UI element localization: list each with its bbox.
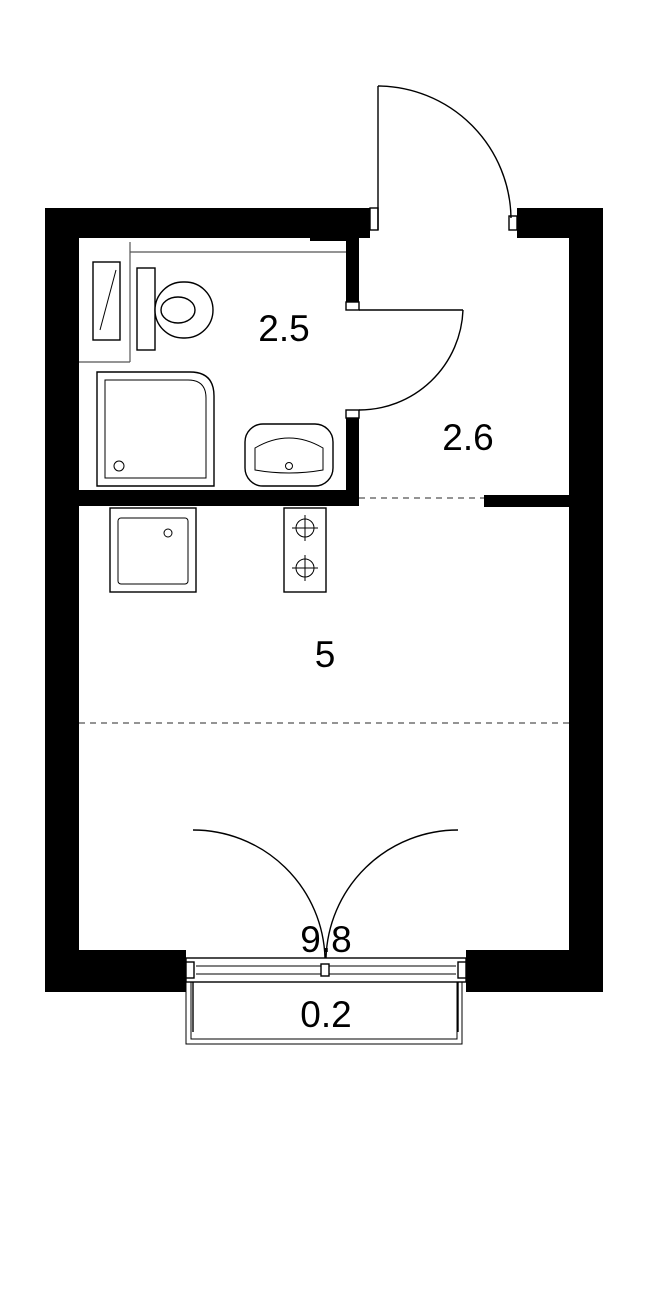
bathroom-door-swing-icon[interactable] (358, 309, 464, 411)
stove-icon (283, 507, 327, 593)
zone-dividers (79, 497, 569, 724)
bathroom-area-label: 2.5 (258, 308, 309, 349)
shower-tray-icon (96, 371, 215, 487)
kitchen-area-label: 5 (315, 634, 336, 675)
washbasin-icon (244, 423, 334, 487)
kitchen-fixtures (109, 507, 327, 593)
toilet-icon (136, 267, 214, 351)
door-jambs (345, 207, 518, 419)
living-room-area-label: 9.8 (300, 919, 351, 960)
balcony-area-label: 0.2 (300, 994, 351, 1035)
bathroom-fixtures (79, 242, 346, 487)
entrance-door-swing-icon[interactable] (377, 85, 512, 230)
hallway-area-label: 2.6 (442, 417, 493, 458)
balcony-outline (185, 981, 463, 1045)
kitchen-sink-icon (109, 507, 197, 593)
walls (45, 208, 603, 992)
balcony-door-icon[interactable] (185, 829, 467, 1032)
